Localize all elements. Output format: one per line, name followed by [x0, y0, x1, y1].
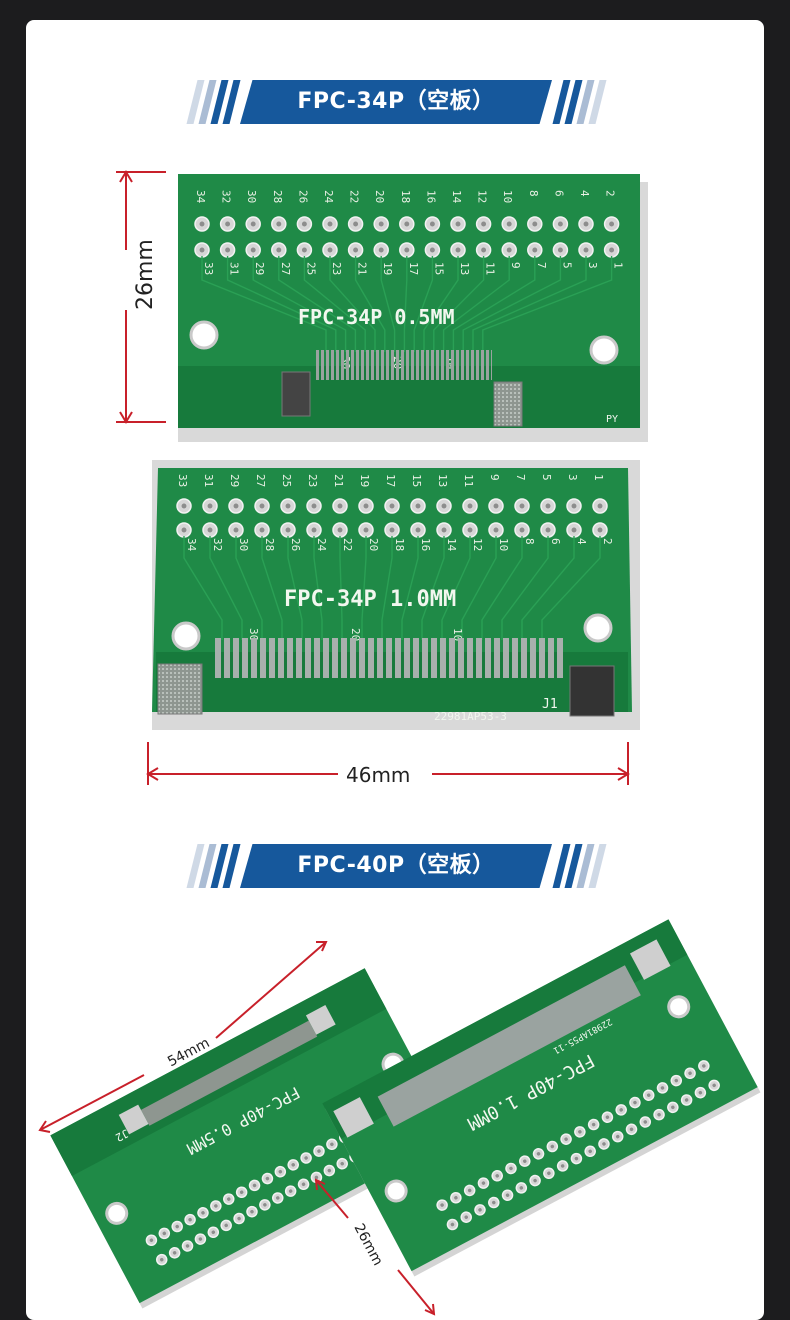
pin-number-label: 2 [604, 190, 617, 197]
pin-number-label: 27 [254, 474, 267, 487]
pin-number-label: 8 [523, 538, 536, 545]
board-label-34p-05: FPC-34P 0.5MM [298, 305, 455, 329]
board-code-34p: 22981AP53-3 [434, 710, 507, 723]
pin-number-label: 16 [419, 538, 432, 551]
pin-number-label: 18 [399, 190, 412, 203]
pin-number-label: 25 [280, 474, 293, 487]
pin-number-label: 29 [253, 262, 266, 275]
fpc-40p-photo: FPC-40P 0.5MM J2 FPC-40P 1.0MM 22981AP55… [38, 919, 761, 1316]
pin-number-label: 20 [349, 628, 362, 641]
pin-number-label: 11 [462, 474, 475, 487]
pin-number-label: 20 [373, 190, 386, 203]
pin-number-label: 22 [341, 538, 354, 551]
pin-number-label: 17 [384, 474, 397, 487]
dimension-width-34p [146, 742, 630, 785]
pin-number-label: 23 [330, 262, 343, 275]
pin-number-label: 17 [407, 262, 420, 275]
board-fpc-40p-10mm: FPC-40P 1.0MM 22981AP55-11 [322, 919, 761, 1277]
pin-number-label: 32 [211, 538, 224, 551]
pin-number-label: 2 [601, 538, 614, 545]
pin-number-label: 20 [367, 538, 380, 551]
fpc-34p-photo: 26mm 34333231302928272625242322212019181… [116, 170, 648, 787]
pin-number-label: 29 [228, 474, 241, 487]
pin-number-label: 9 [509, 262, 522, 269]
pin-number-label: 3 [566, 474, 579, 481]
pin-number-label: 5 [560, 262, 573, 269]
pin-number-label: 3 [586, 262, 599, 269]
pin-number-label: 5 [540, 474, 553, 481]
section-banner-40p: FPC-40P（空板） [26, 842, 764, 890]
pin-number-label: 6 [549, 538, 562, 545]
pin-number-label: 10 [451, 628, 464, 641]
pin-number-label: 15 [432, 262, 445, 275]
pin-number-label: 1 [592, 474, 605, 481]
pin-number-label: 24 [322, 190, 335, 204]
dimension-label-height-40p: 26mm [350, 1221, 385, 1268]
pin-number-label: 13 [458, 262, 471, 275]
dimension-label-height-34p: 26mm [133, 239, 158, 310]
board-corner-mark: PY [606, 414, 618, 425]
pin-number-label: 28 [263, 538, 276, 551]
pin-number-label: 10 [497, 538, 510, 551]
pin-number-label: 22 [348, 190, 361, 203]
pin-number-label: 26 [296, 190, 309, 203]
pin-number-label: 8 [527, 190, 540, 197]
dimension-height-40p [314, 1178, 436, 1316]
pin-number-label: 15 [410, 474, 423, 487]
pin-number-label: 18 [393, 538, 406, 551]
pin-number-label: 28 [271, 190, 284, 203]
section-title-40p: FPC-40P（空板） [297, 853, 495, 878]
pin-number-label: 14 [445, 538, 458, 552]
pin-number-label: 1 [612, 262, 625, 269]
board-label-34p-10: FPC-34P 1.0MM [284, 587, 456, 612]
board-fpc-34p-05mm: 3433323130292827262524232221201918171615… [178, 174, 648, 442]
pin-number-label: 4 [575, 538, 588, 545]
pin-number-label: 4 [578, 190, 591, 197]
pin-number-label: 19 [358, 474, 371, 487]
pin-number-label: 10 [501, 190, 514, 203]
pin-number-label: 30 [237, 538, 250, 551]
pin-number-label: 33 [202, 262, 215, 275]
pin-number-label: 31 [228, 262, 241, 275]
pin-number-label: 26 [289, 538, 302, 551]
pin-number-label: 32 [220, 190, 233, 203]
section-banner-34p: FPC-34P（空板） [26, 78, 764, 126]
dimension-width-40p [38, 941, 328, 1133]
pin-number-label: 6 [552, 190, 565, 197]
pin-number-label: 25 [304, 262, 317, 275]
dimension-label-width-34p: 46mm [346, 763, 410, 787]
pin-number-label: 24 [315, 538, 328, 552]
pin-number-label: 30 [247, 628, 260, 641]
pin-number-label: 11 [484, 262, 497, 275]
board-ref-34p: J1 [542, 697, 558, 712]
dimension-height-34p [116, 170, 166, 424]
product-card: FPC-34P（空板） FPC-40P（空板） [26, 20, 764, 1320]
board-fpc-34p-10mm: 3334313229302728252623242122192017181516… [152, 460, 640, 730]
pin-number-label: 19 [381, 262, 394, 275]
pin-number-label: 21 [356, 262, 369, 275]
section-title-34p: FPC-34P（空板） [297, 89, 495, 114]
pin-number-label: 13 [436, 474, 449, 487]
pin-number-label: 30 [245, 190, 258, 203]
pin-number-label: 7 [514, 474, 527, 481]
pin-number-label: 14 [450, 190, 463, 204]
pin-number-label: 31 [202, 474, 215, 487]
pin-number-label: 23 [306, 474, 319, 487]
pin-number-label: 16 [424, 190, 437, 203]
pin-number-label: 7 [535, 262, 548, 269]
pin-number-label: 21 [332, 474, 345, 487]
pin-number-label: 12 [476, 190, 489, 203]
pin-number-label: 12 [471, 538, 484, 551]
pin-number-label: 34 [185, 538, 198, 552]
pin-number-label: 27 [279, 262, 292, 275]
board-ref-40p: J2 [113, 1126, 131, 1144]
pin-number-label: 9 [488, 474, 501, 481]
pin-number-label: 33 [176, 474, 189, 487]
pin-number-label: 34 [194, 190, 207, 204]
